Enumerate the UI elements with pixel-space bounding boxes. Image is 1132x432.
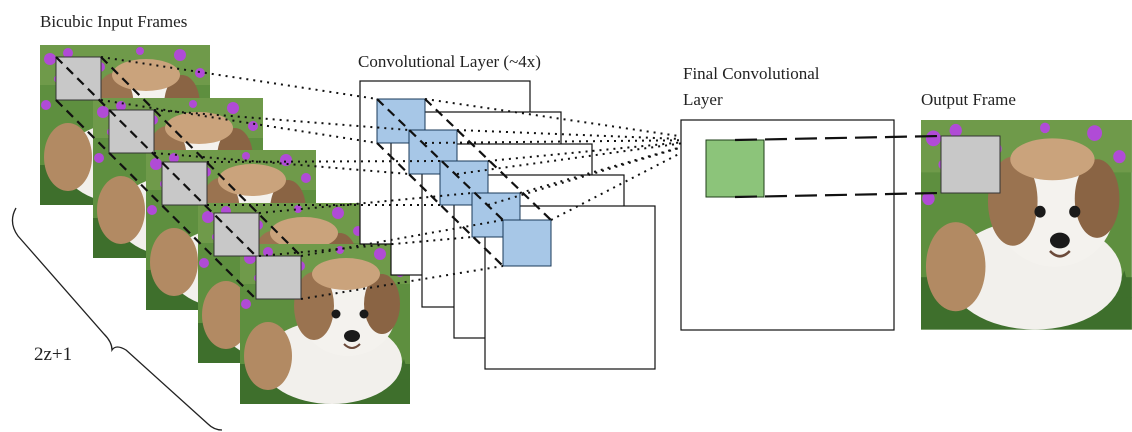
input-frames-label: Bicubic Input Frames [40, 12, 188, 31]
patch-alignment-lines [55, 56, 302, 300]
input-patch-5 [255, 255, 302, 300]
input-to-conv-connections [100, 56, 504, 300]
conv-layer-label: Convolutional Layer (~4x) [358, 52, 541, 71]
frame-count-label: 2z+1 [34, 344, 73, 365]
frame-count-brace [11, 207, 223, 431]
final-conv-label-line2: Layer [683, 90, 723, 109]
output-frame-label: Output Frame [921, 90, 1016, 109]
final-to-output-lines [734, 134, 942, 199]
feature-patch-5 [502, 219, 552, 267]
final-conv-label-line1: Final Convolutional [683, 64, 820, 83]
conv-to-final-connections [424, 98, 707, 221]
output-patch [705, 139, 765, 198]
output-pixel-patch [940, 135, 1001, 194]
